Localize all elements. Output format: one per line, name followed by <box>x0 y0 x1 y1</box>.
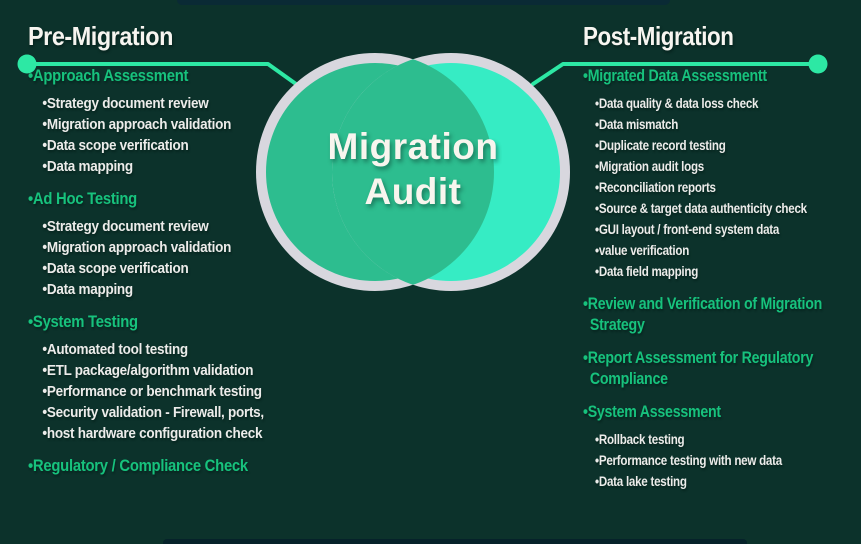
list-item: •Data quality & data loss check <box>595 96 759 111</box>
list-item: •Performance or benchmark testing <box>42 383 262 400</box>
list-item: •Data scope verification <box>42 137 189 154</box>
list-item: •Data mapping <box>42 158 133 175</box>
section-review-verification: •Review and Verification of Migration St… <box>583 294 861 336</box>
connector-left-dot <box>17 54 37 74</box>
list-item: •Strategy document review <box>42 95 209 112</box>
section-heading: •Ad Hoc Testing <box>28 189 325 210</box>
connector-right-dot <box>808 54 828 74</box>
section-heading: •System Testing <box>28 312 325 333</box>
section-items: •Strategy document review •Migration app… <box>28 216 325 300</box>
list-item: •Security validation - Firewall, ports, <box>42 404 264 421</box>
list-item: •Automated tool testing <box>42 341 188 358</box>
section-heading-line: •Ad Hoc Testing <box>28 190 137 208</box>
list-item: •Data lake testing <box>595 474 687 489</box>
connector-left-line <box>25 62 298 86</box>
section-heading: •Approach Assessment <box>28 66 325 87</box>
section-heading-line: •System Assessment <box>583 403 721 421</box>
section-migrated-data-assessment: •Migrated Data Assessmentt •Data quality… <box>583 66 861 282</box>
venn-title: Migration Audit <box>328 124 499 214</box>
section-system-assessment: •System Assessment •Rollback testing •Pe… <box>583 402 861 492</box>
list-item: •Reconciliation reports <box>595 180 716 195</box>
list-item: •Migration approach validation <box>42 116 232 133</box>
section-items: •Data quality & data loss check •Data mi… <box>583 93 861 282</box>
list-item: •Performance testing with new data <box>595 453 782 468</box>
section-heading-line: Strategy <box>589 316 645 334</box>
section-heading-line: •Approach Assessment <box>28 67 189 85</box>
post-migration-column: Post-Migration •Migrated Data Assessment… <box>583 22 861 504</box>
section-heading: •System Assessment <box>583 402 861 423</box>
list-item: •Data scope verification <box>42 260 189 277</box>
bottom-accent-bar <box>163 539 747 544</box>
section-regulatory-compliance-check: •Regulatory / Compliance Check <box>28 456 325 477</box>
section-heading: •Regulatory / Compliance Check <box>28 456 325 477</box>
section-heading: •Review and Verification of Migration St… <box>583 294 861 336</box>
section-approach-assessment: •Approach Assessment •Strategy document … <box>28 66 325 177</box>
post-migration-title: Post-Migration <box>583 21 734 51</box>
section-heading-line: •Report Assessment for Regulatory <box>583 349 814 367</box>
list-item: •ETL package/algorithm validation <box>42 362 254 379</box>
list-item: •Data field mapping <box>595 264 699 279</box>
top-accent-bar <box>177 0 670 5</box>
list-item: •Migration approach validation <box>42 239 232 256</box>
list-item: •Strategy document review <box>42 218 209 235</box>
list-item: •Migration audit logs <box>595 159 704 174</box>
list-item: •Rollback testing <box>595 432 685 447</box>
section-heading-line: •System Testing <box>28 313 138 331</box>
section-ad-hoc-testing: •Ad Hoc Testing •Strategy document revie… <box>28 189 325 300</box>
connector-right-line <box>531 62 820 86</box>
section-heading-line: •Review and Verification of Migration <box>583 295 823 313</box>
venn-overlap-patch <box>332 53 494 291</box>
list-item: •Data mismatch <box>595 117 679 132</box>
section-heading-line: •Regulatory / Compliance Check <box>28 457 248 475</box>
pre-migration-column: Pre-Migration •Approach Assessment •Stra… <box>28 22 325 489</box>
list-item: •Data mapping <box>42 281 133 298</box>
list-item: •value verification <box>595 243 690 258</box>
section-heading: •Report Assessment for Regulatory Compli… <box>583 348 861 390</box>
section-heading-line: •Migrated Data Assessmentt <box>583 67 767 85</box>
section-items: •Strategy document review •Migration app… <box>28 93 325 177</box>
section-system-testing: •System Testing •Automated tool testing … <box>28 312 325 444</box>
venn-title-line1: Migration <box>327 126 499 167</box>
list-item: •GUI layout / front-end system data <box>595 222 780 237</box>
section-items: •Automated tool testing •ETL package/alg… <box>28 339 325 444</box>
section-report-assessment: •Report Assessment for Regulatory Compli… <box>583 348 861 390</box>
list-item: •Duplicate record testing <box>595 138 726 153</box>
list-item: •host hardware configuration check <box>42 425 263 442</box>
venn-title-line2: Audit <box>364 171 462 212</box>
section-items: •Rollback testing •Performance testing w… <box>583 429 861 492</box>
pre-migration-title: Pre-Migration <box>28 21 173 51</box>
list-item: •Source & target data authenticity check <box>595 201 807 216</box>
section-heading: •Migrated Data Assessmentt <box>583 66 861 87</box>
section-heading-line: Compliance <box>589 370 668 388</box>
